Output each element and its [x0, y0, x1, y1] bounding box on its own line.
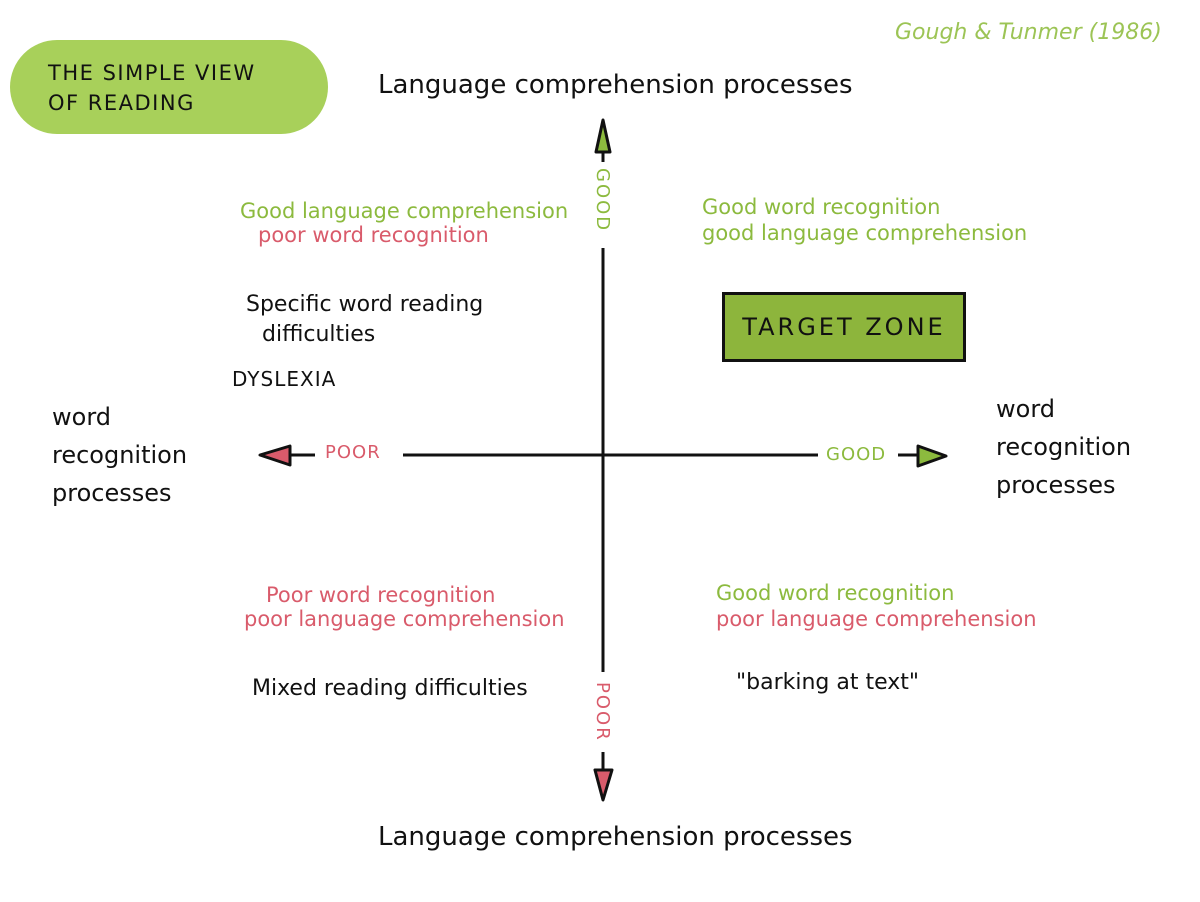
citation: Gough & Tunmer (1986)	[895, 20, 1162, 45]
top-right-quadrant-line2: good language comprehension	[702, 221, 1028, 245]
label-line: processes	[52, 479, 172, 507]
description-line: difficulties	[262, 322, 376, 347]
target-zone-label: TARGET ZONE	[742, 313, 946, 341]
label-line: word	[52, 403, 111, 431]
horizontal-axis-right-label: word recognition processes	[996, 390, 1131, 504]
vertical-axis-top-label: Language comprehension processes	[378, 70, 853, 100]
arrow-up-icon	[594, 118, 612, 154]
horizontal-axis-left-label: word recognition processes	[52, 398, 187, 512]
arrow-left-icon	[258, 444, 292, 467]
dyslexia-tag: DYSLEXIA	[232, 367, 337, 391]
label-line: recognition	[52, 441, 188, 469]
top-right-quadrant-line1: Good word recognition	[702, 195, 941, 219]
label-line: word	[996, 395, 1055, 423]
horizontal-axis-poor-label: POOR	[325, 442, 381, 463]
vertical-axis-poor-label: POOR	[592, 682, 613, 742]
label-line: processes	[996, 471, 1116, 499]
top-left-quadrant-line2: poor word recognition	[258, 223, 489, 247]
label-line: recognition	[996, 433, 1132, 461]
bottom-left-quadrant-line2: poor language comprehension	[244, 607, 565, 631]
bottom-right-quadrant-line2: poor language comprehension	[716, 607, 1037, 631]
arrow-right-icon	[916, 444, 948, 468]
top-left-quadrant-description: Specific word reading difficulties	[246, 290, 483, 350]
target-zone-box: TARGET ZONE	[722, 292, 966, 362]
description-line: Specific word reading	[246, 292, 484, 317]
bottom-right-quadrant-line1: Good word recognition	[716, 581, 955, 605]
vertical-axis-good-label: GOOD	[592, 168, 613, 233]
title-badge	[10, 40, 328, 134]
vertical-axis-bottom-label: Language comprehension processes	[378, 822, 853, 852]
bottom-left-quadrant-description: Mixed reading difficulties	[252, 676, 528, 701]
arrow-down-icon	[593, 768, 614, 802]
bottom-right-quadrant-description: "barking at text"	[736, 670, 920, 695]
horizontal-axis-good-label: GOOD	[826, 444, 887, 465]
diagram-title: THE SIMPLE VIEW OF READING	[48, 61, 256, 115]
bottom-left-quadrant-line1: Poor word recognition	[266, 583, 496, 607]
top-left-quadrant-line1: Good language comprehension	[240, 199, 569, 223]
